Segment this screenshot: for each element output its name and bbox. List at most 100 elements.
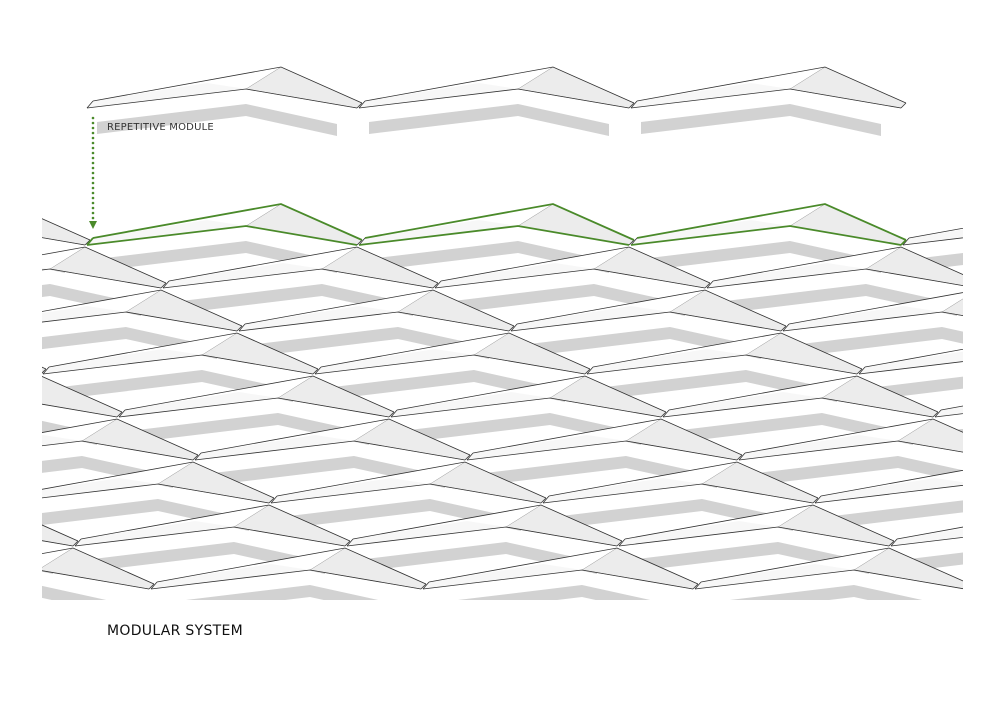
module-bottom-edge [42,440,194,461]
module-bottom-edge [662,397,934,418]
arrow-dot [91,121,95,125]
module-end-edge [584,368,591,375]
module-shadow [457,585,651,600]
module-shadow [597,370,837,402]
module-bottom-edge [150,569,422,590]
module-face [979,247,1000,288]
module-top-edge [744,418,963,454]
module-facet-light [435,263,594,288]
module-facet [974,462,1000,503]
module-top-edge [42,289,243,327]
module-end-edge [979,281,985,288]
module-facet-light [663,392,822,417]
module-shadow [521,327,761,359]
module-facet-light [42,306,126,323]
module-shadow [42,327,217,359]
module-end-edge [692,583,699,590]
module-shadow [249,327,489,359]
module-bottom-edge [42,237,86,246]
module-end-edge [312,368,319,375]
module-top-edge [668,375,939,413]
module-shadow [325,370,565,402]
module-end-edge [160,282,167,289]
arrow-dot [91,146,95,150]
module-end-edge [628,102,635,109]
module-end-edge [888,540,895,547]
module-facet-light [0,392,6,417]
module-bottom-edge [390,397,662,418]
module-shadow [445,284,685,316]
module-facet [42,218,91,246]
repetitive-module-label: REPETITIVE MODULE [107,122,214,133]
module-facet-light [423,564,582,589]
module-bottom-edge [42,354,314,375]
module-bottom-edge [162,268,434,289]
module-end-edge [464,454,471,461]
module-facet-light [979,263,1000,288]
module-shadow [729,585,923,600]
module-bottom-edge [618,526,890,547]
module-end-edge [86,100,94,109]
module-end-edge [422,581,430,590]
module-facet-light [631,83,790,108]
module-bottom-edge [0,355,41,374]
module-end-edge [694,581,702,590]
module-top-edge [42,246,167,284]
module-top-edge [472,418,743,456]
module-top-edge [864,348,963,368]
highlight-end-edge [900,239,907,246]
module-top-edge [42,218,91,241]
module-shadow [97,241,337,273]
module-end-edge [346,538,354,547]
module-top-edge [440,246,711,284]
module-end-edge [420,583,427,590]
module-top-edge [42,524,79,542]
module-shadow [749,456,963,486]
highlighted-module-row [86,203,907,246]
module-facet-light [87,83,246,108]
module-facet-light [511,306,670,331]
module-end-edge [162,280,170,289]
module-facet [0,462,2,503]
module-top-edge [973,548,1000,584]
module-facet [42,366,47,374]
module-end-edge [812,497,819,504]
module-top-edge [636,66,907,104]
arrow-dot [91,161,95,165]
arrow-dot [91,116,95,120]
module-top-edge [80,504,351,542]
module-top-edge [124,375,395,413]
module-end-edge [42,368,47,374]
module-facet [941,298,963,316]
arrow-dot [91,206,95,210]
module-top-edge [712,246,963,282]
module-facet-light [707,263,866,288]
module-top-edge [788,292,963,325]
module-end-edge [630,100,638,109]
module-end-edge [542,495,550,504]
module-top-edge [320,332,591,370]
module-end-edge [356,239,363,246]
module-top-edge [548,461,819,499]
module-end-edge [900,102,907,109]
module-bottom-edge [967,570,1000,589]
module-bottom-edge [542,483,814,504]
module-end-edge [738,452,746,461]
module-shadow [205,456,445,488]
module-shadow [281,499,521,531]
module-end-edge [0,496,5,503]
module-end-edge [236,325,243,332]
module-end-edge [508,325,515,332]
module-end-edge [434,280,442,289]
module-facet-light [739,435,898,460]
module-top-edge [92,66,363,104]
module-facet-light [239,306,398,331]
module-end-edge [118,409,126,418]
module-facet-light [467,435,626,460]
module-bottom-edge [694,569,963,590]
module-end-edge [736,454,743,461]
module-end-edge [314,366,322,375]
module-top-edge [168,246,439,284]
module-bottom-edge [42,403,118,418]
arrow-dot [91,126,95,130]
